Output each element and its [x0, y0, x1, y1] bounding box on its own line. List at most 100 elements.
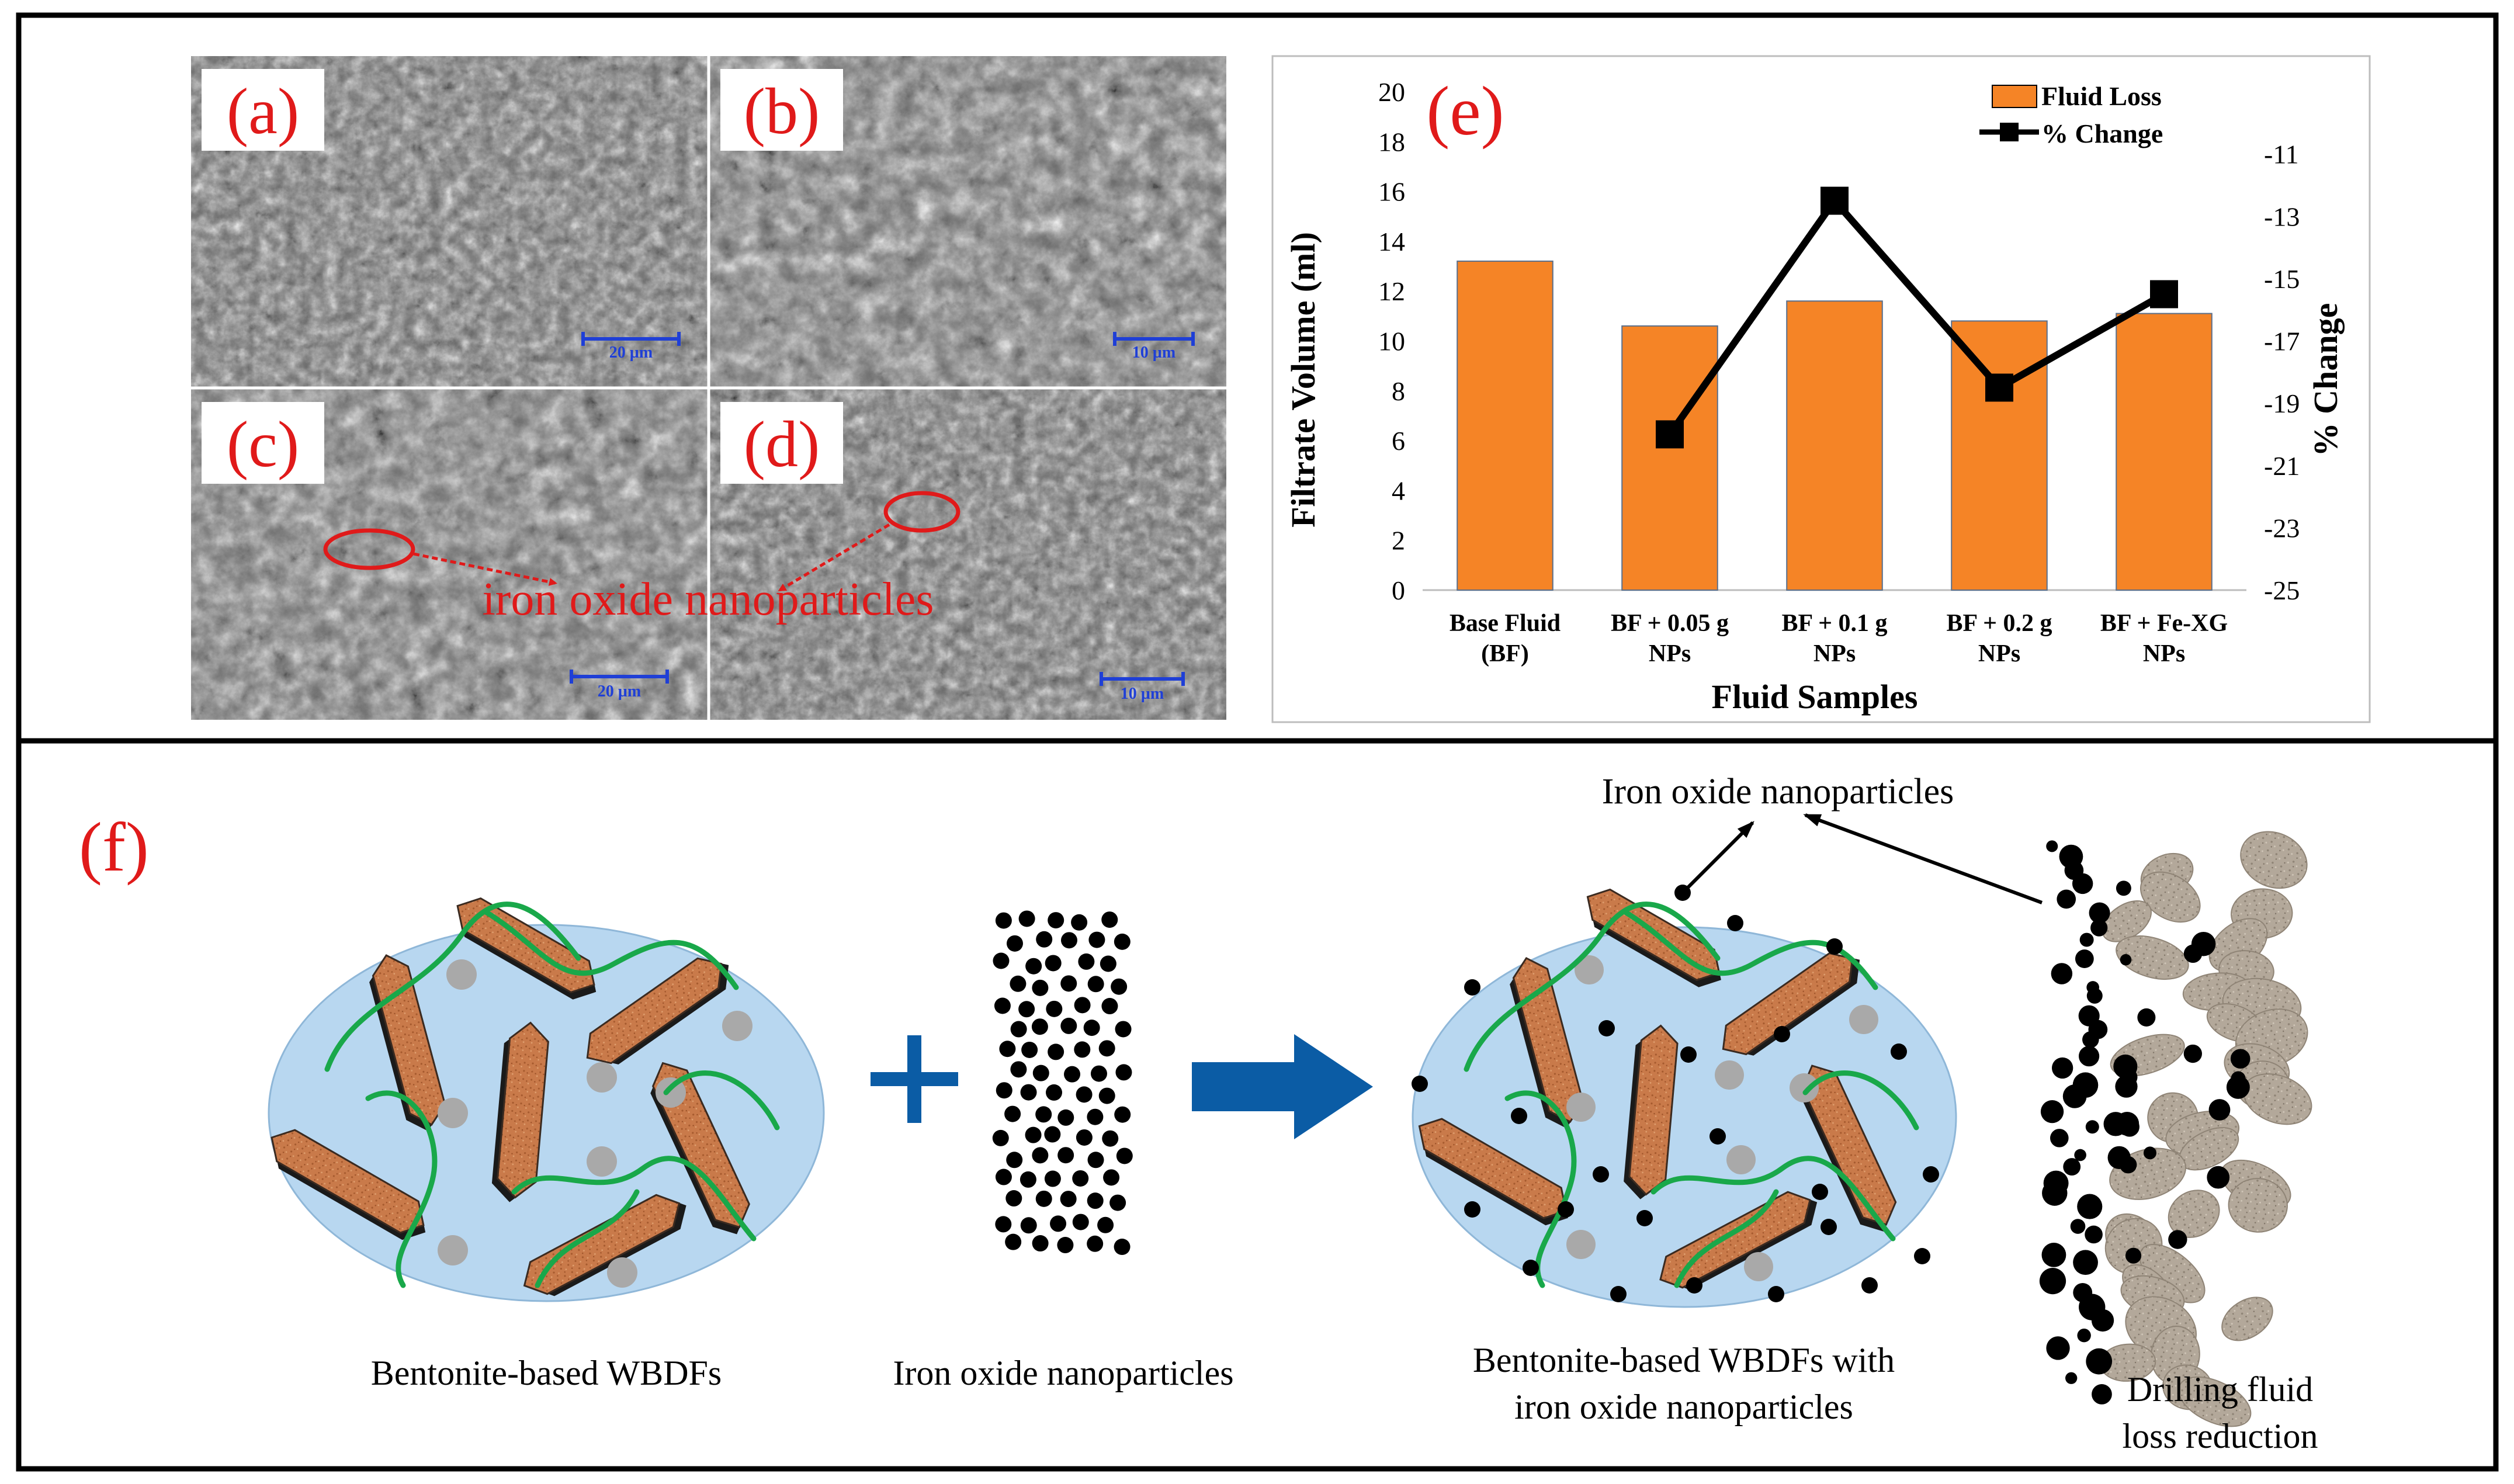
nanoparticle	[1035, 1106, 1052, 1123]
filter-cake-particle	[2072, 873, 2093, 894]
nanoparticle	[1087, 1235, 1104, 1252]
nanoparticle	[1097, 1216, 1114, 1233]
nanoparticle	[995, 1169, 1012, 1185]
clay-particle	[1726, 1145, 1756, 1174]
y-tick-label: 14	[1378, 227, 1405, 256]
bottom-panel-frame	[16, 738, 2499, 1472]
nanoparticle	[1072, 1170, 1089, 1187]
caption-combined-line2: iron oxide nanoparticles	[1514, 1388, 1853, 1426]
nanoparticle	[1709, 1128, 1726, 1145]
nanoparticle	[1861, 1277, 1878, 1294]
nanoparticle	[1046, 1084, 1063, 1101]
nanoparticle	[1821, 1219, 1837, 1235]
nanoparticle	[1076, 1086, 1093, 1103]
y2-tick-label: -19	[2264, 389, 2300, 418]
filter-cake-particle	[2050, 1129, 2069, 1147]
caption-combined-line1: Bentonite-based WBDFs with	[1473, 1341, 1895, 1379]
nanoparticle	[1598, 1020, 1615, 1036]
bar-fluid-loss	[1457, 261, 1554, 591]
nanoparticle	[1005, 1233, 1022, 1250]
nanoparticle	[1006, 935, 1023, 952]
point-percent-change	[1985, 373, 2013, 402]
clay-particle	[1744, 1252, 1773, 1281]
nanoparticle	[1018, 1001, 1035, 1018]
clay-platelets-right	[1412, 885, 1939, 1302]
filter-cake-particle	[2143, 1146, 2156, 1160]
nanoparticle	[1114, 933, 1131, 950]
nanoparticle	[1109, 1194, 1126, 1211]
filter-cake-particle	[2082, 1031, 2099, 1048]
filter-cake-particle	[2062, 1084, 2087, 1108]
polymer-chain	[1650, 1156, 1896, 1242]
nanoparticle	[995, 1216, 1012, 1233]
clay-particle	[1566, 1230, 1596, 1259]
nanoparticle	[1005, 1190, 1022, 1207]
filter-cake-particle	[2089, 902, 2110, 924]
sem-label-box-d	[720, 402, 843, 484]
nanoparticle	[1074, 997, 1091, 1014]
nanoparticle	[1774, 1026, 1790, 1042]
nanoparticle	[1060, 932, 1077, 949]
x-tick-label: BF + Fe-XG	[2100, 610, 2228, 637]
nanoparticle	[1114, 1239, 1131, 1256]
rock-grain	[2102, 900, 2152, 942]
nanoparticle	[1102, 1130, 1119, 1147]
rock-grain	[2177, 1376, 2252, 1427]
nanoparticle	[1020, 1171, 1036, 1188]
filter-cake-particle	[2065, 1372, 2078, 1384]
nanoparticle	[1727, 915, 1743, 931]
x-tick-label: NPs	[1978, 640, 2020, 667]
annotation-arrow-c	[413, 552, 557, 586]
nanoparticle	[1115, 1021, 1132, 1038]
y-tick-label: 10	[1378, 327, 1405, 356]
filter-cake-particle	[2226, 1075, 2250, 1099]
filter-cake-particle	[2208, 1099, 2231, 1121]
sem-label-c: (c)	[227, 408, 299, 481]
point-percent-change	[1656, 420, 1684, 449]
bar-fluid-loss	[1786, 300, 1883, 591]
scale-bar-b: 10 µm	[1132, 344, 1175, 362]
nanoparticle	[1025, 1126, 1042, 1143]
nanoparticle	[1111, 978, 1128, 995]
filter-cake-particle	[2091, 1309, 2114, 1332]
nanoparticle	[1914, 1248, 1930, 1264]
nanoparticle	[1826, 938, 1843, 955]
polymer-chain	[365, 1090, 438, 1288]
filter-cake-particle	[2092, 1384, 2112, 1405]
filter-cake-particle	[2230, 1049, 2251, 1069]
nanoparticle	[994, 997, 1011, 1014]
filter-cake-particle	[2116, 880, 2131, 896]
y-tick-label: 12	[1378, 276, 1405, 306]
nanoparticle	[1593, 1166, 1609, 1183]
nanoparticle	[1098, 1040, 1115, 1057]
nanoparticle	[1610, 1286, 1627, 1302]
chart-bars	[1457, 261, 2213, 591]
rock-grain	[2139, 871, 2201, 923]
clay-particle	[446, 959, 477, 990]
x-tick-label: NPs	[1813, 640, 1856, 667]
caption-reduction-line1: Drilling fluid	[2127, 1370, 2313, 1409]
annotation-ellipse-d	[883, 491, 960, 533]
x-tick-label: BF + 0.1 g	[1781, 610, 1887, 637]
chart-legend: Fluid Loss % Change	[1979, 81, 2163, 148]
nanoparticle	[996, 1082, 1012, 1099]
callout-arrow-1	[1681, 821, 1754, 894]
nanoparticle	[1064, 1066, 1081, 1083]
y2-tick-label: -17	[2264, 327, 2300, 356]
chart-fluid-loss: (e) Filtrate Volume (ml) % Change Fluid …	[1271, 55, 2371, 723]
filter-cake-particle	[2086, 1348, 2113, 1375]
filter-cake-particle	[2042, 1180, 2068, 1206]
line-percent-change	[1667, 195, 2166, 436]
legend-swatch-fluid-loss	[1992, 85, 2037, 108]
y-tick-label: 18	[1378, 127, 1405, 157]
rock-grain	[2228, 1178, 2288, 1233]
filter-cake-particle	[2039, 1267, 2066, 1295]
y-tick-label: 8	[1392, 376, 1405, 406]
bar-fluid-loss	[2116, 313, 2213, 591]
sem-label-box-b	[720, 69, 843, 151]
filter-cake-particle	[2183, 1044, 2202, 1063]
chart-axes: 02468101214161820-11-13-15-17-19-21-23-2…	[1378, 77, 2300, 605]
nanoparticle	[1101, 998, 1118, 1015]
polymer-chain	[1674, 1189, 1779, 1288]
y2-axis-label: % Change	[2307, 303, 2345, 457]
